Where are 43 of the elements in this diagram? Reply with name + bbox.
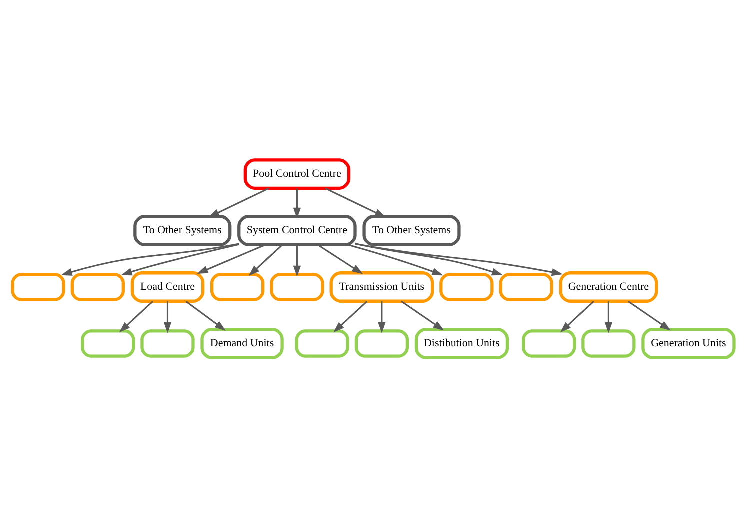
arrow — [197, 244, 266, 274]
node-box: Pool Control Centre — [244, 158, 351, 190]
node-box — [440, 273, 494, 302]
arrow — [604, 302, 613, 334]
arrow — [628, 300, 672, 331]
arrow — [61, 243, 240, 276]
node-box — [582, 330, 636, 358]
arrow — [355, 243, 504, 276]
node-box — [295, 330, 350, 358]
arrow — [293, 245, 302, 277]
node-box — [140, 330, 195, 358]
node-box — [354, 330, 409, 358]
arrow — [186, 300, 226, 331]
arrow — [318, 244, 364, 274]
arrow — [378, 302, 386, 334]
node-box: Generation Units — [642, 328, 736, 360]
node-box — [499, 273, 554, 302]
arrow — [401, 300, 444, 331]
arrow — [164, 302, 172, 334]
node-box: Transmission Units — [330, 272, 434, 303]
arrow — [121, 244, 240, 276]
node-box: Load Centre — [130, 272, 205, 303]
node-box — [522, 330, 576, 358]
node-box: Demand Units — [200, 328, 284, 360]
arrow — [119, 301, 154, 333]
node-box: System Control Centre — [238, 215, 357, 246]
arrow — [348, 244, 444, 276]
node-box: Generation Centre — [559, 272, 658, 303]
node-box — [81, 330, 136, 358]
node-box: To Other Systems — [362, 215, 461, 246]
node-box — [70, 273, 125, 302]
arrow — [208, 188, 270, 218]
node-box — [270, 273, 324, 302]
arrow — [248, 244, 283, 276]
arrow — [560, 301, 594, 333]
node-box: Distibution Units — [414, 328, 510, 360]
arrow — [324, 188, 386, 218]
arrow — [293, 188, 302, 219]
arrow — [334, 301, 368, 333]
arrow — [355, 243, 563, 276]
node-box — [210, 273, 265, 302]
node-box — [11, 273, 66, 302]
node-box: To Other Systems — [134, 215, 232, 246]
